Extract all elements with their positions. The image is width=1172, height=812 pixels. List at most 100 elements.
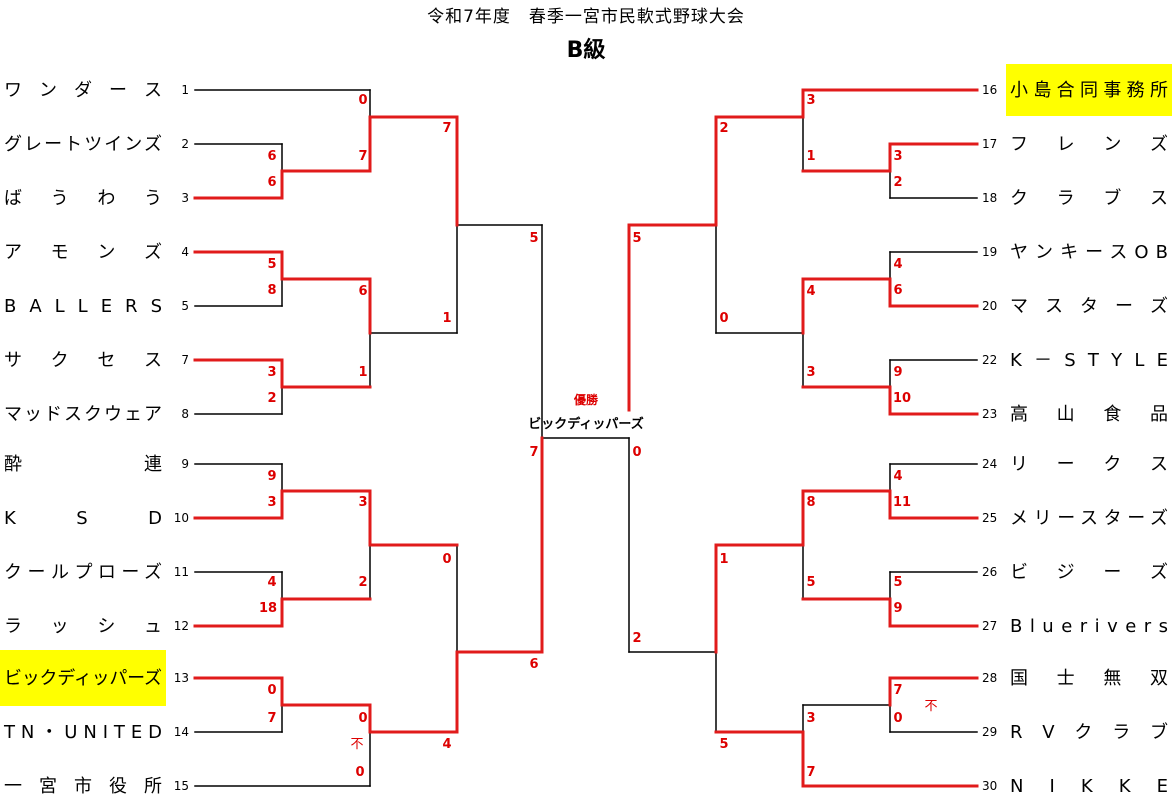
seed-number: 1 xyxy=(181,83,189,97)
highlight-box xyxy=(0,650,166,706)
team-name: N I K K E xyxy=(1010,776,1168,797)
seed-number: 7 xyxy=(181,353,189,367)
team-name: K－STYLE xyxy=(1010,350,1168,371)
champion-label: 優勝 xyxy=(573,392,599,407)
score-label: 0 xyxy=(267,683,276,698)
score-label: 4 xyxy=(442,737,451,752)
team-name: マッドスクウェア xyxy=(4,404,162,425)
score-label: 9 xyxy=(893,601,902,616)
score-label: 2 xyxy=(893,175,902,190)
score-label: 9 xyxy=(267,469,276,484)
seed-number: 28 xyxy=(982,671,997,685)
team-name: 小島合同事務所 xyxy=(1010,80,1168,101)
score-label: 0 xyxy=(355,765,364,780)
score-label: 3 xyxy=(806,365,815,380)
seed-number: 29 xyxy=(982,725,997,739)
team-name: ば う わ う xyxy=(4,188,162,209)
team-name: フ レ ン ズ xyxy=(1010,134,1168,155)
page-title: 令和7年度 春季一宮市民軟式野球大会 xyxy=(427,7,745,27)
seed-number: 22 xyxy=(982,353,997,367)
team-name: クールプローズ xyxy=(4,562,162,583)
team-name: ヤンキースOB xyxy=(1010,242,1168,263)
seed-number: 5 xyxy=(181,299,189,313)
score-label: 1 xyxy=(806,149,815,164)
score-label: 3 xyxy=(806,711,815,726)
score-label: 7 xyxy=(358,149,367,164)
score-label: 7 xyxy=(893,683,902,698)
team-name: ア モ ン ズ xyxy=(4,242,162,263)
score-label: 5 xyxy=(806,575,815,590)
score-label: 3 xyxy=(806,93,815,108)
team-name: BALLERS xyxy=(4,296,162,317)
seed-number: 30 xyxy=(982,779,997,793)
score-label: 3 xyxy=(358,495,367,510)
seed-number: 10 xyxy=(174,511,189,525)
score-label: 1 xyxy=(719,552,728,567)
team-name: R V ク ラ ブ xyxy=(1010,721,1168,743)
seed-number: 26 xyxy=(982,565,997,579)
team-name: マ ス タ ー ズ xyxy=(1010,296,1168,317)
forfeit-mark: 不 xyxy=(350,737,363,752)
score-label: 1 xyxy=(442,311,451,326)
score-label: 6 xyxy=(267,175,276,190)
highlight-box xyxy=(1006,64,1172,116)
team-name: ラ ッ シ ュ xyxy=(4,616,162,637)
bracket-lines-red xyxy=(193,88,979,788)
seed-number: 8 xyxy=(181,407,189,421)
score-label: 7 xyxy=(806,765,815,780)
seed-number: 14 xyxy=(174,725,189,739)
score-label: 7 xyxy=(442,121,451,136)
score-label: 10 xyxy=(893,391,911,406)
team-name: TN・UNITED xyxy=(3,722,162,743)
score-label: 5 xyxy=(893,575,902,590)
team-name: ビ ジ ー ズ xyxy=(1010,562,1168,583)
team-name: リ ー ク ス xyxy=(1010,454,1168,475)
seed-number: 13 xyxy=(174,671,189,685)
seed-number: 25 xyxy=(982,511,997,525)
score-label: 4 xyxy=(893,469,902,484)
score-label: 8 xyxy=(267,283,276,298)
score-label: 0 xyxy=(442,552,451,567)
team-name: グレートツインズ xyxy=(4,134,162,155)
score-label: 0 xyxy=(358,711,367,726)
seed-number: 15 xyxy=(174,779,189,793)
seed-number: 16 xyxy=(982,83,997,97)
score-label: 6 xyxy=(893,283,902,298)
score-label: 5 xyxy=(529,231,538,246)
seed-number: 24 xyxy=(982,457,997,471)
score-label: 5 xyxy=(719,737,728,752)
team-name: K S D xyxy=(4,508,162,529)
score-label: 6 xyxy=(529,657,538,672)
seed-number: 9 xyxy=(181,457,189,471)
seed-number: 19 xyxy=(982,245,997,259)
score-label: 3 xyxy=(267,365,276,380)
score-label: 6 xyxy=(358,284,367,299)
seed-number: 27 xyxy=(982,619,997,633)
seed-number: 3 xyxy=(181,191,189,205)
team-name: ビックディッパーズ xyxy=(4,668,162,689)
score-label: 6 xyxy=(267,149,276,164)
score-label: 0 xyxy=(632,445,641,460)
team-name: 酔 連 xyxy=(4,454,162,475)
score-label: 2 xyxy=(719,121,728,136)
score-label: 9 xyxy=(893,365,902,380)
seed-number: 23 xyxy=(982,407,997,421)
team-name: メリースターズ xyxy=(1010,508,1168,529)
score-label: 2 xyxy=(267,391,276,406)
team-name: 一 宮 市 役 所 xyxy=(4,776,162,797)
score-label: 1 xyxy=(358,365,367,380)
seed-number: 11 xyxy=(174,565,189,579)
team-name: ク ラ ブ ス xyxy=(1010,187,1168,209)
team-name: 国 士 無 双 xyxy=(1010,668,1168,689)
champion-name: ビックディッパーズ xyxy=(528,416,643,432)
score-label: 7 xyxy=(267,711,276,726)
seed-number: 4 xyxy=(181,245,189,259)
seed-number: 18 xyxy=(982,191,997,205)
highlight-layer xyxy=(0,64,1172,706)
score-label: 2 xyxy=(632,631,641,646)
score-label: 4 xyxy=(267,575,276,590)
score-label: 4 xyxy=(893,257,902,272)
score-label: 0 xyxy=(358,93,367,108)
score-label: 4 xyxy=(806,284,815,299)
